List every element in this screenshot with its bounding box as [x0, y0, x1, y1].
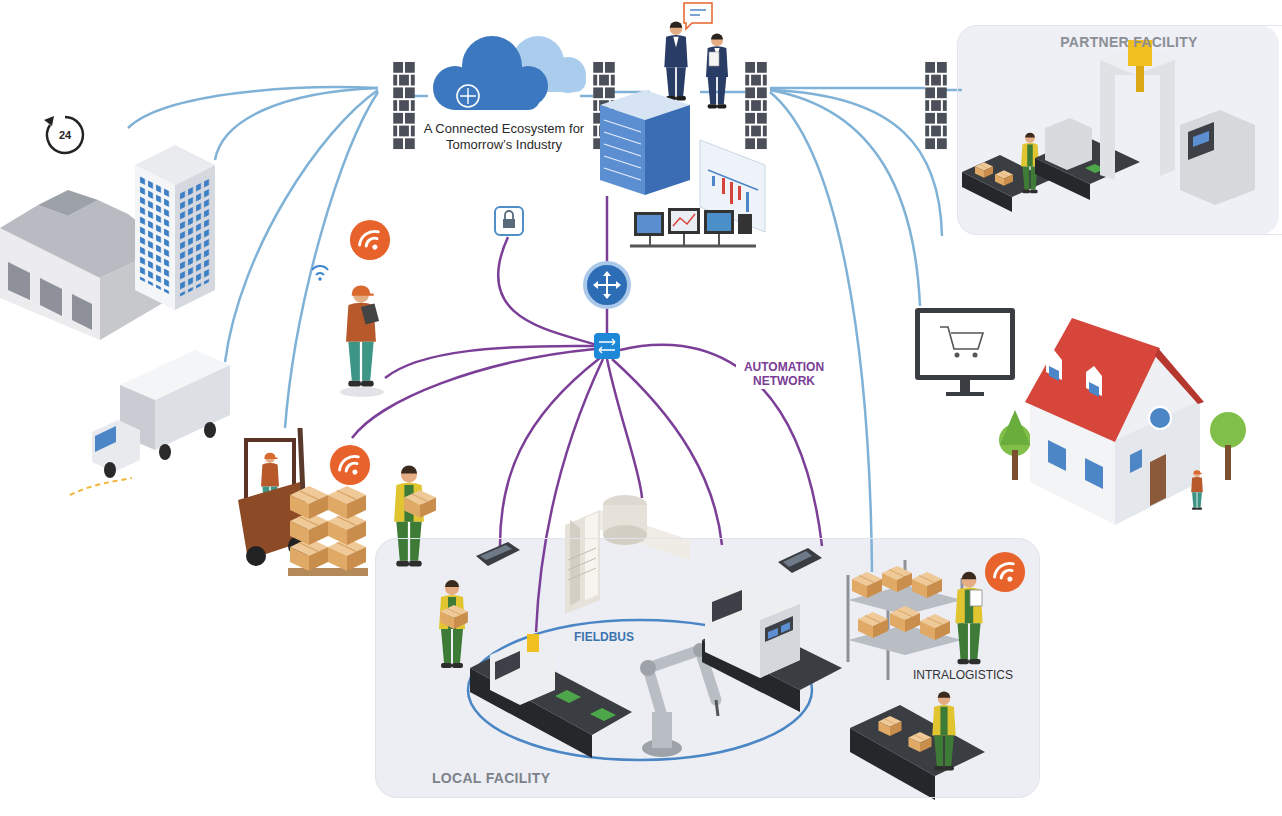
forklift: [238, 428, 368, 576]
label-holder: AUTOMATION NETWORK: [736, 359, 832, 389]
clock-icon: [44, 116, 83, 153]
panel-heading: PARTNER FACILITY: [958, 34, 1282, 50]
facility-panel: PARTNER FACILITY: [957, 25, 1282, 235]
partner-equipment: [962, 40, 1255, 212]
clock-number: 24: [52, 129, 78, 141]
office-tower: [135, 145, 215, 310]
network-label: AUTOMATION NETWORK: [736, 359, 832, 389]
diagram-title: A Connected Ecosystem for Tomorrow’s Ind…: [418, 121, 590, 153]
monitors: [630, 208, 756, 246]
label-holder: FIELDBUS: [571, 629, 637, 645]
server: [600, 90, 690, 195]
title-holder: A Connected Ecosystem for Tomorrow’s Ind…: [418, 121, 590, 153]
cloud: [433, 36, 586, 110]
house: [999, 318, 1246, 525]
bus-label: FIELDBUS: [571, 629, 637, 645]
area-label: INTRALOGISTICS: [911, 668, 1015, 682]
shop-monitor: [915, 308, 1015, 396]
label-holder: 24: [52, 129, 78, 141]
truck: [70, 350, 230, 495]
local-equipment: [439, 495, 985, 800]
label-holder: INTRALOGISTICS: [911, 668, 1015, 682]
panel-heading: LOCAL FACILITY: [432, 770, 1039, 786]
